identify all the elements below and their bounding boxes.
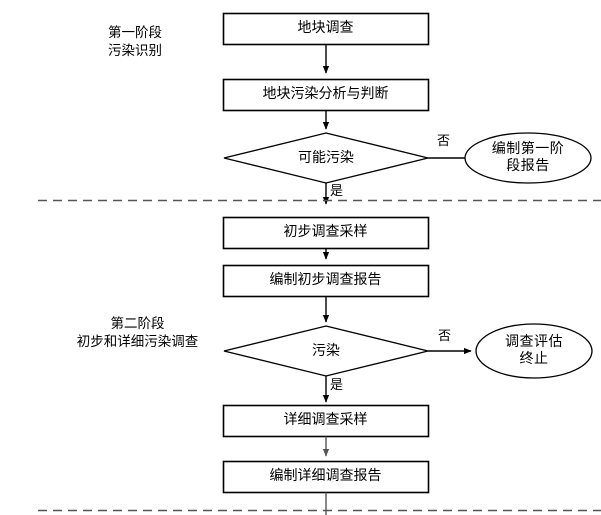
edge-label-stage1-yes: 是: [330, 184, 344, 199]
node-box-preliminary-report: [222, 264, 430, 298]
stage-label-2: 第二阶段 初步和详细污染调查: [76, 316, 199, 350]
edge-label-stage1-no: 否: [437, 134, 451, 149]
node-diamond-pollution: [223, 325, 429, 377]
edge-label-stage2-no: 否: [438, 329, 452, 344]
node-ellipse-stage1-report: [464, 132, 592, 184]
stage-label-1: 第一阶段 污染识别: [108, 25, 162, 59]
node-diamond-possible-pollution: [223, 132, 429, 184]
node-box-detailed-sampling: [222, 404, 430, 438]
node-box-preliminary-sampling: [222, 216, 430, 250]
node-box-pollution-analysis: [222, 78, 430, 112]
node-ellipse-survey-terminated: [475, 323, 593, 379]
node-box-land-survey: [222, 12, 430, 46]
node-box-detailed-report: [222, 460, 430, 494]
edge-label-stage2-yes: 是: [330, 378, 344, 393]
